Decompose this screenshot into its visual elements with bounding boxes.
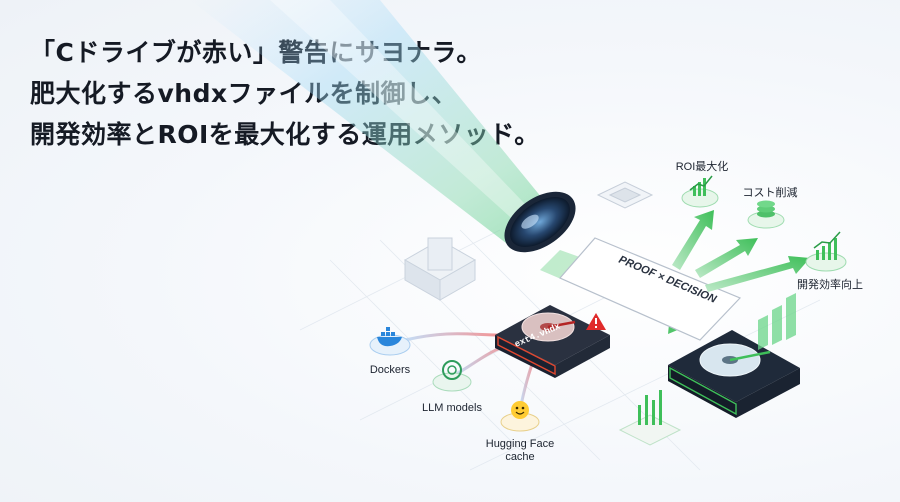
server-icon bbox=[403, 237, 477, 301]
proof-decision-panel bbox=[559, 237, 742, 341]
label-hugging-face: Hugging Face cache bbox=[478, 438, 562, 464]
label-efficiency: 開発効率向上 bbox=[797, 279, 863, 291]
light-beam bbox=[190, 0, 560, 250]
label-cost: コスト削減 bbox=[742, 187, 798, 199]
docker-icon bbox=[369, 327, 411, 356]
label-dockers: Dockers bbox=[369, 364, 411, 376]
warning-icon bbox=[586, 313, 606, 330]
lens bbox=[504, 191, 576, 253]
bar-chart-outcome-icon bbox=[805, 231, 847, 272]
hugging-face-icon bbox=[500, 401, 540, 432]
bar-chart-icon bbox=[618, 390, 682, 446]
label-roi: ROI最大化 bbox=[675, 161, 729, 173]
red-disk-drive bbox=[495, 305, 610, 378]
green-disk-drive bbox=[668, 330, 800, 418]
label-hugging-face-line-1: Hugging Face bbox=[485, 438, 555, 450]
chip-icon bbox=[596, 181, 654, 209]
coins-icon bbox=[747, 200, 785, 229]
growth-bars bbox=[758, 293, 796, 350]
openai-icon bbox=[432, 360, 472, 392]
outcome-arrows bbox=[672, 210, 810, 292]
growth-chart-icon bbox=[681, 175, 719, 208]
label-hugging-face-line-2: cache bbox=[505, 451, 535, 463]
label-llm-models: LLM models bbox=[422, 402, 482, 414]
